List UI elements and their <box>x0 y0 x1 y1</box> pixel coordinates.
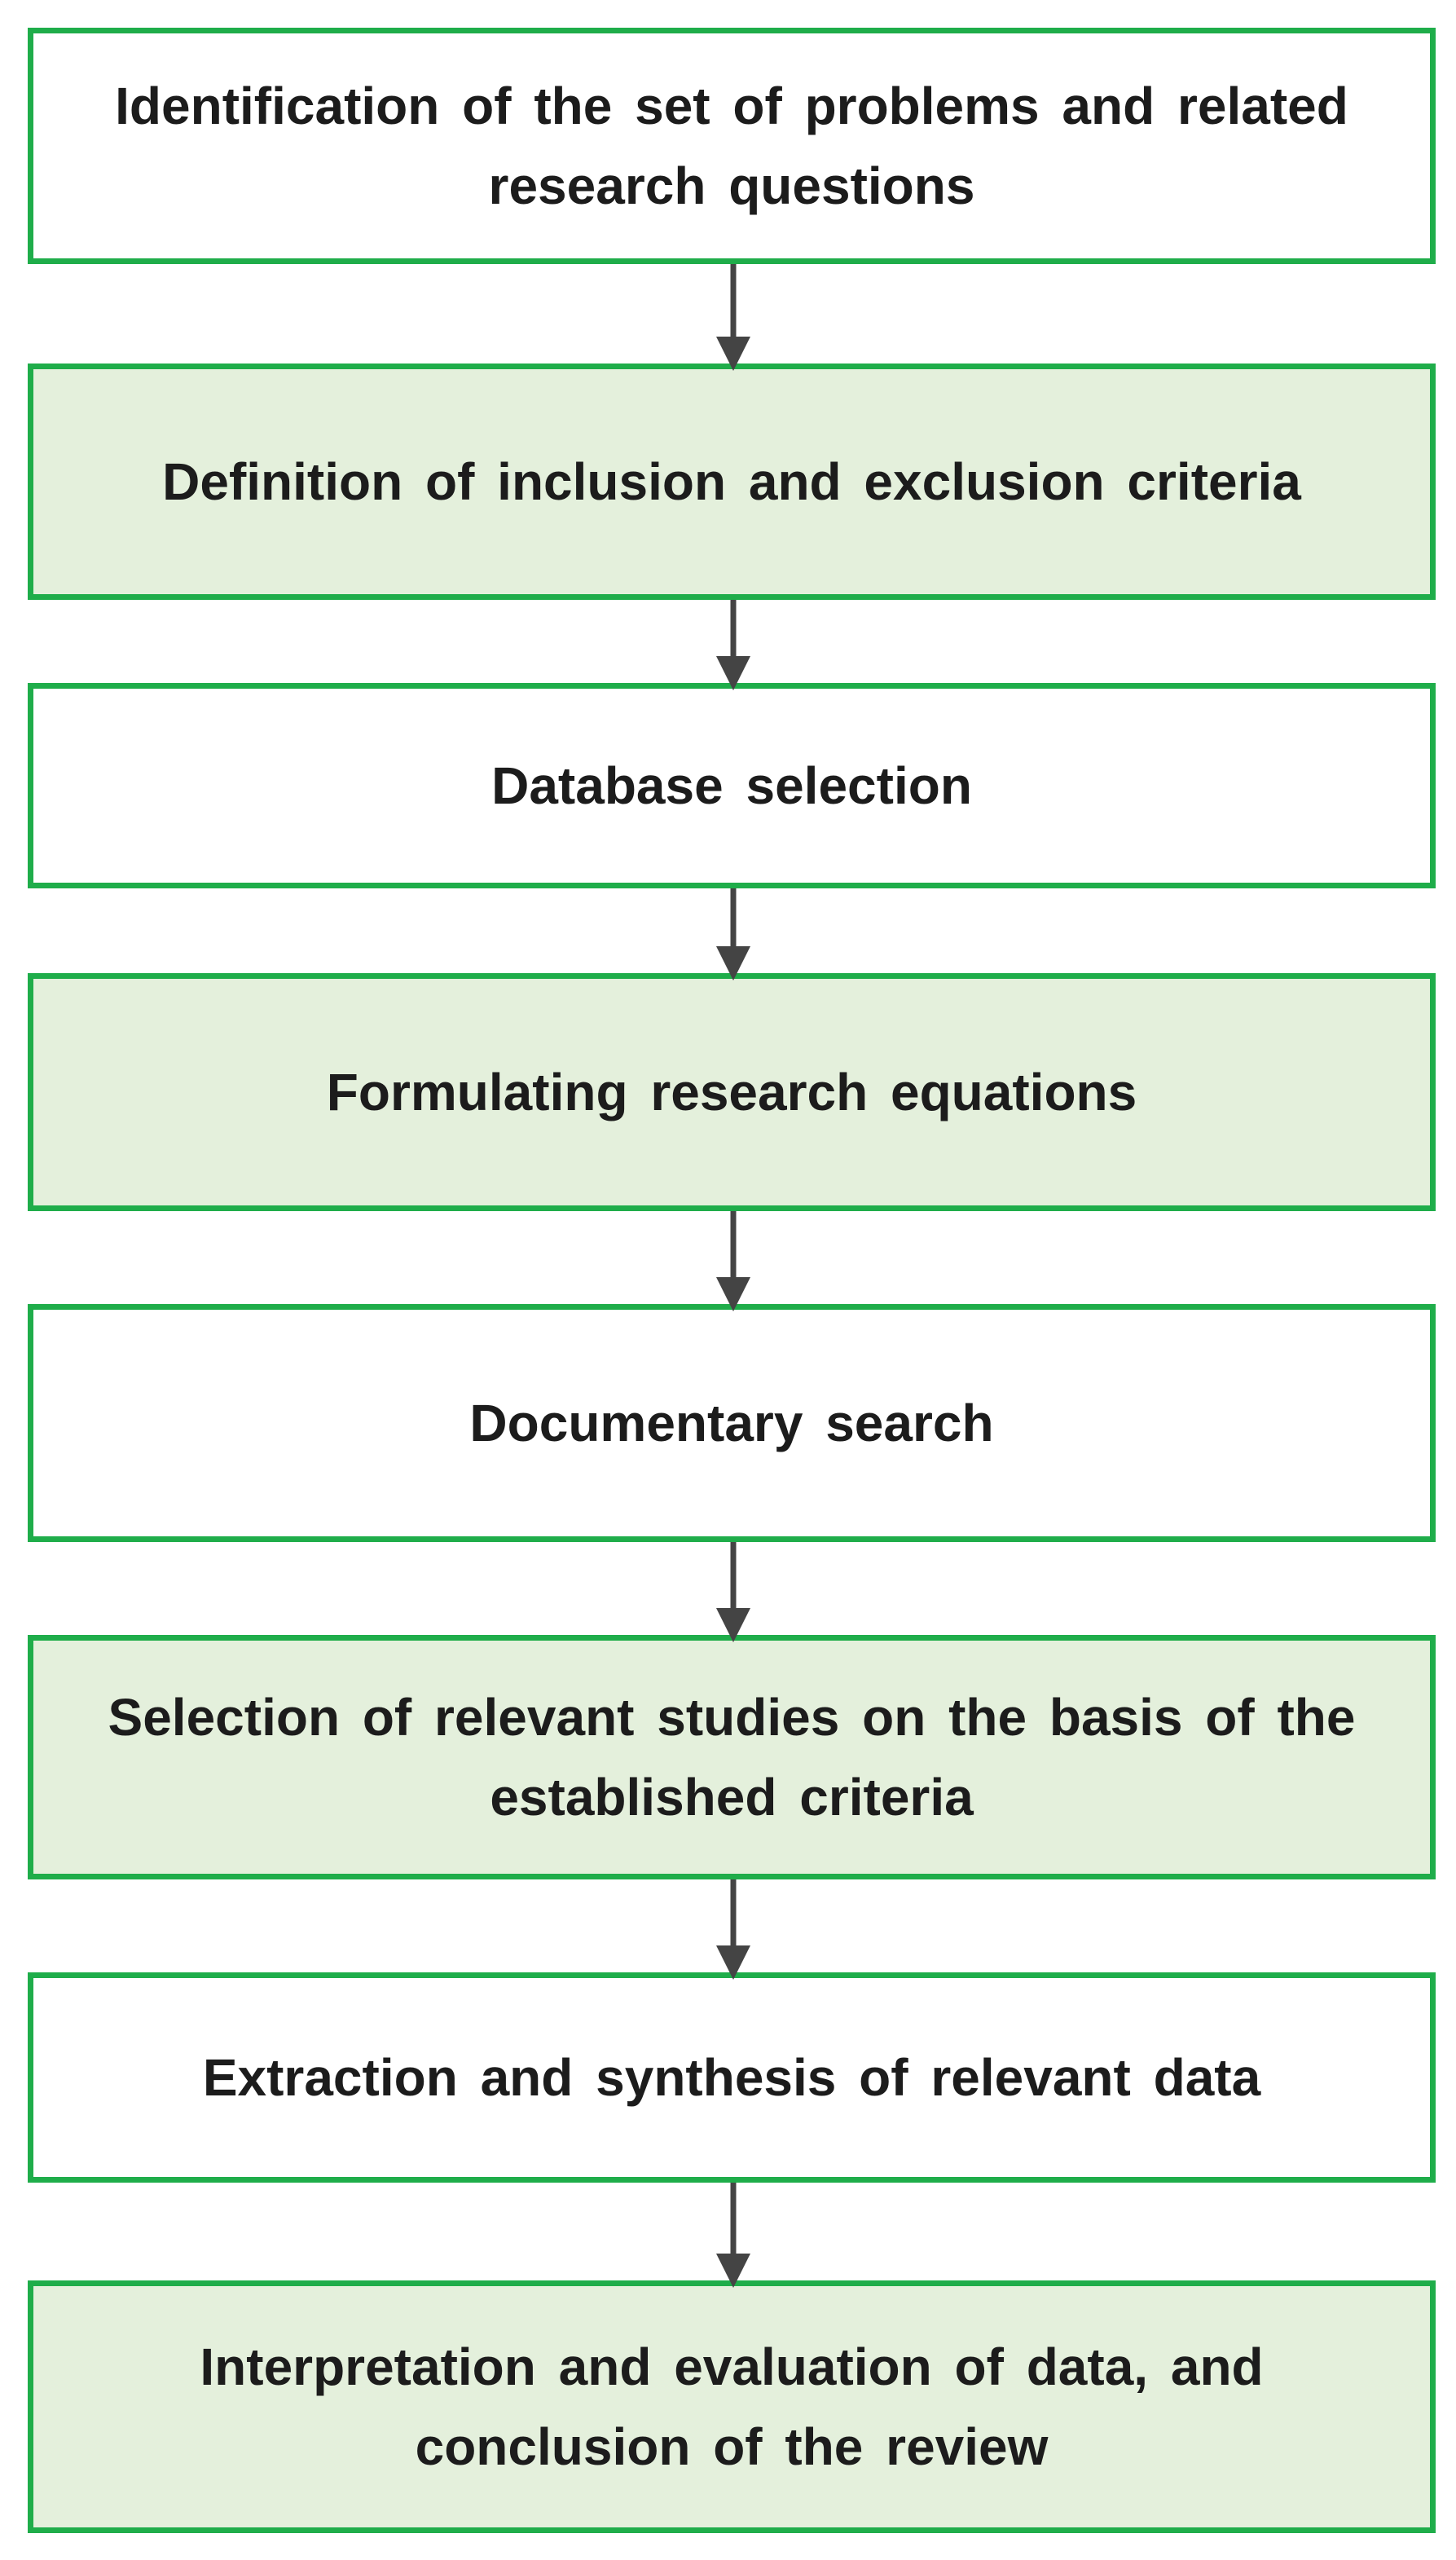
step-study-selection-box: Selection of relevant studies on the bas… <box>28 1635 1436 1879</box>
step-database-selection-box: Database selection <box>28 683 1436 888</box>
step-interpretation-label: Interpretation and evaluation of data, a… <box>200 2337 1264 2476</box>
step-criteria-definition-box: Definition of inclusion and exclusion cr… <box>28 364 1436 600</box>
step-data-extraction-label: Extraction and synthesis of relevant dat… <box>202 2048 1261 2107</box>
step-research-equations-box: Formulating research equations <box>28 973 1436 1211</box>
step-interpretation-box: Interpretation and evaluation of data, a… <box>28 2280 1436 2533</box>
step-data-extraction-box: Extraction and synthesis of relevant dat… <box>28 1972 1436 2183</box>
step-criteria-definition-label: Definition of inclusion and exclusion cr… <box>162 452 1301 511</box>
step-study-selection-label: Selection of relevant studies on the bas… <box>108 1688 1356 1826</box>
step-database-selection-label: Database selection <box>491 756 972 815</box>
step-identification-box: Identification of the set of problems an… <box>28 28 1436 264</box>
step-documentary-search-box: Documentary search <box>28 1304 1436 1542</box>
step-documentary-search-label: Documentary search <box>469 1394 994 1452</box>
step-identification-label: Identification of the set of problems an… <box>115 77 1348 215</box>
step-research-equations-label: Formulating research equations <box>326 1063 1137 1121</box>
